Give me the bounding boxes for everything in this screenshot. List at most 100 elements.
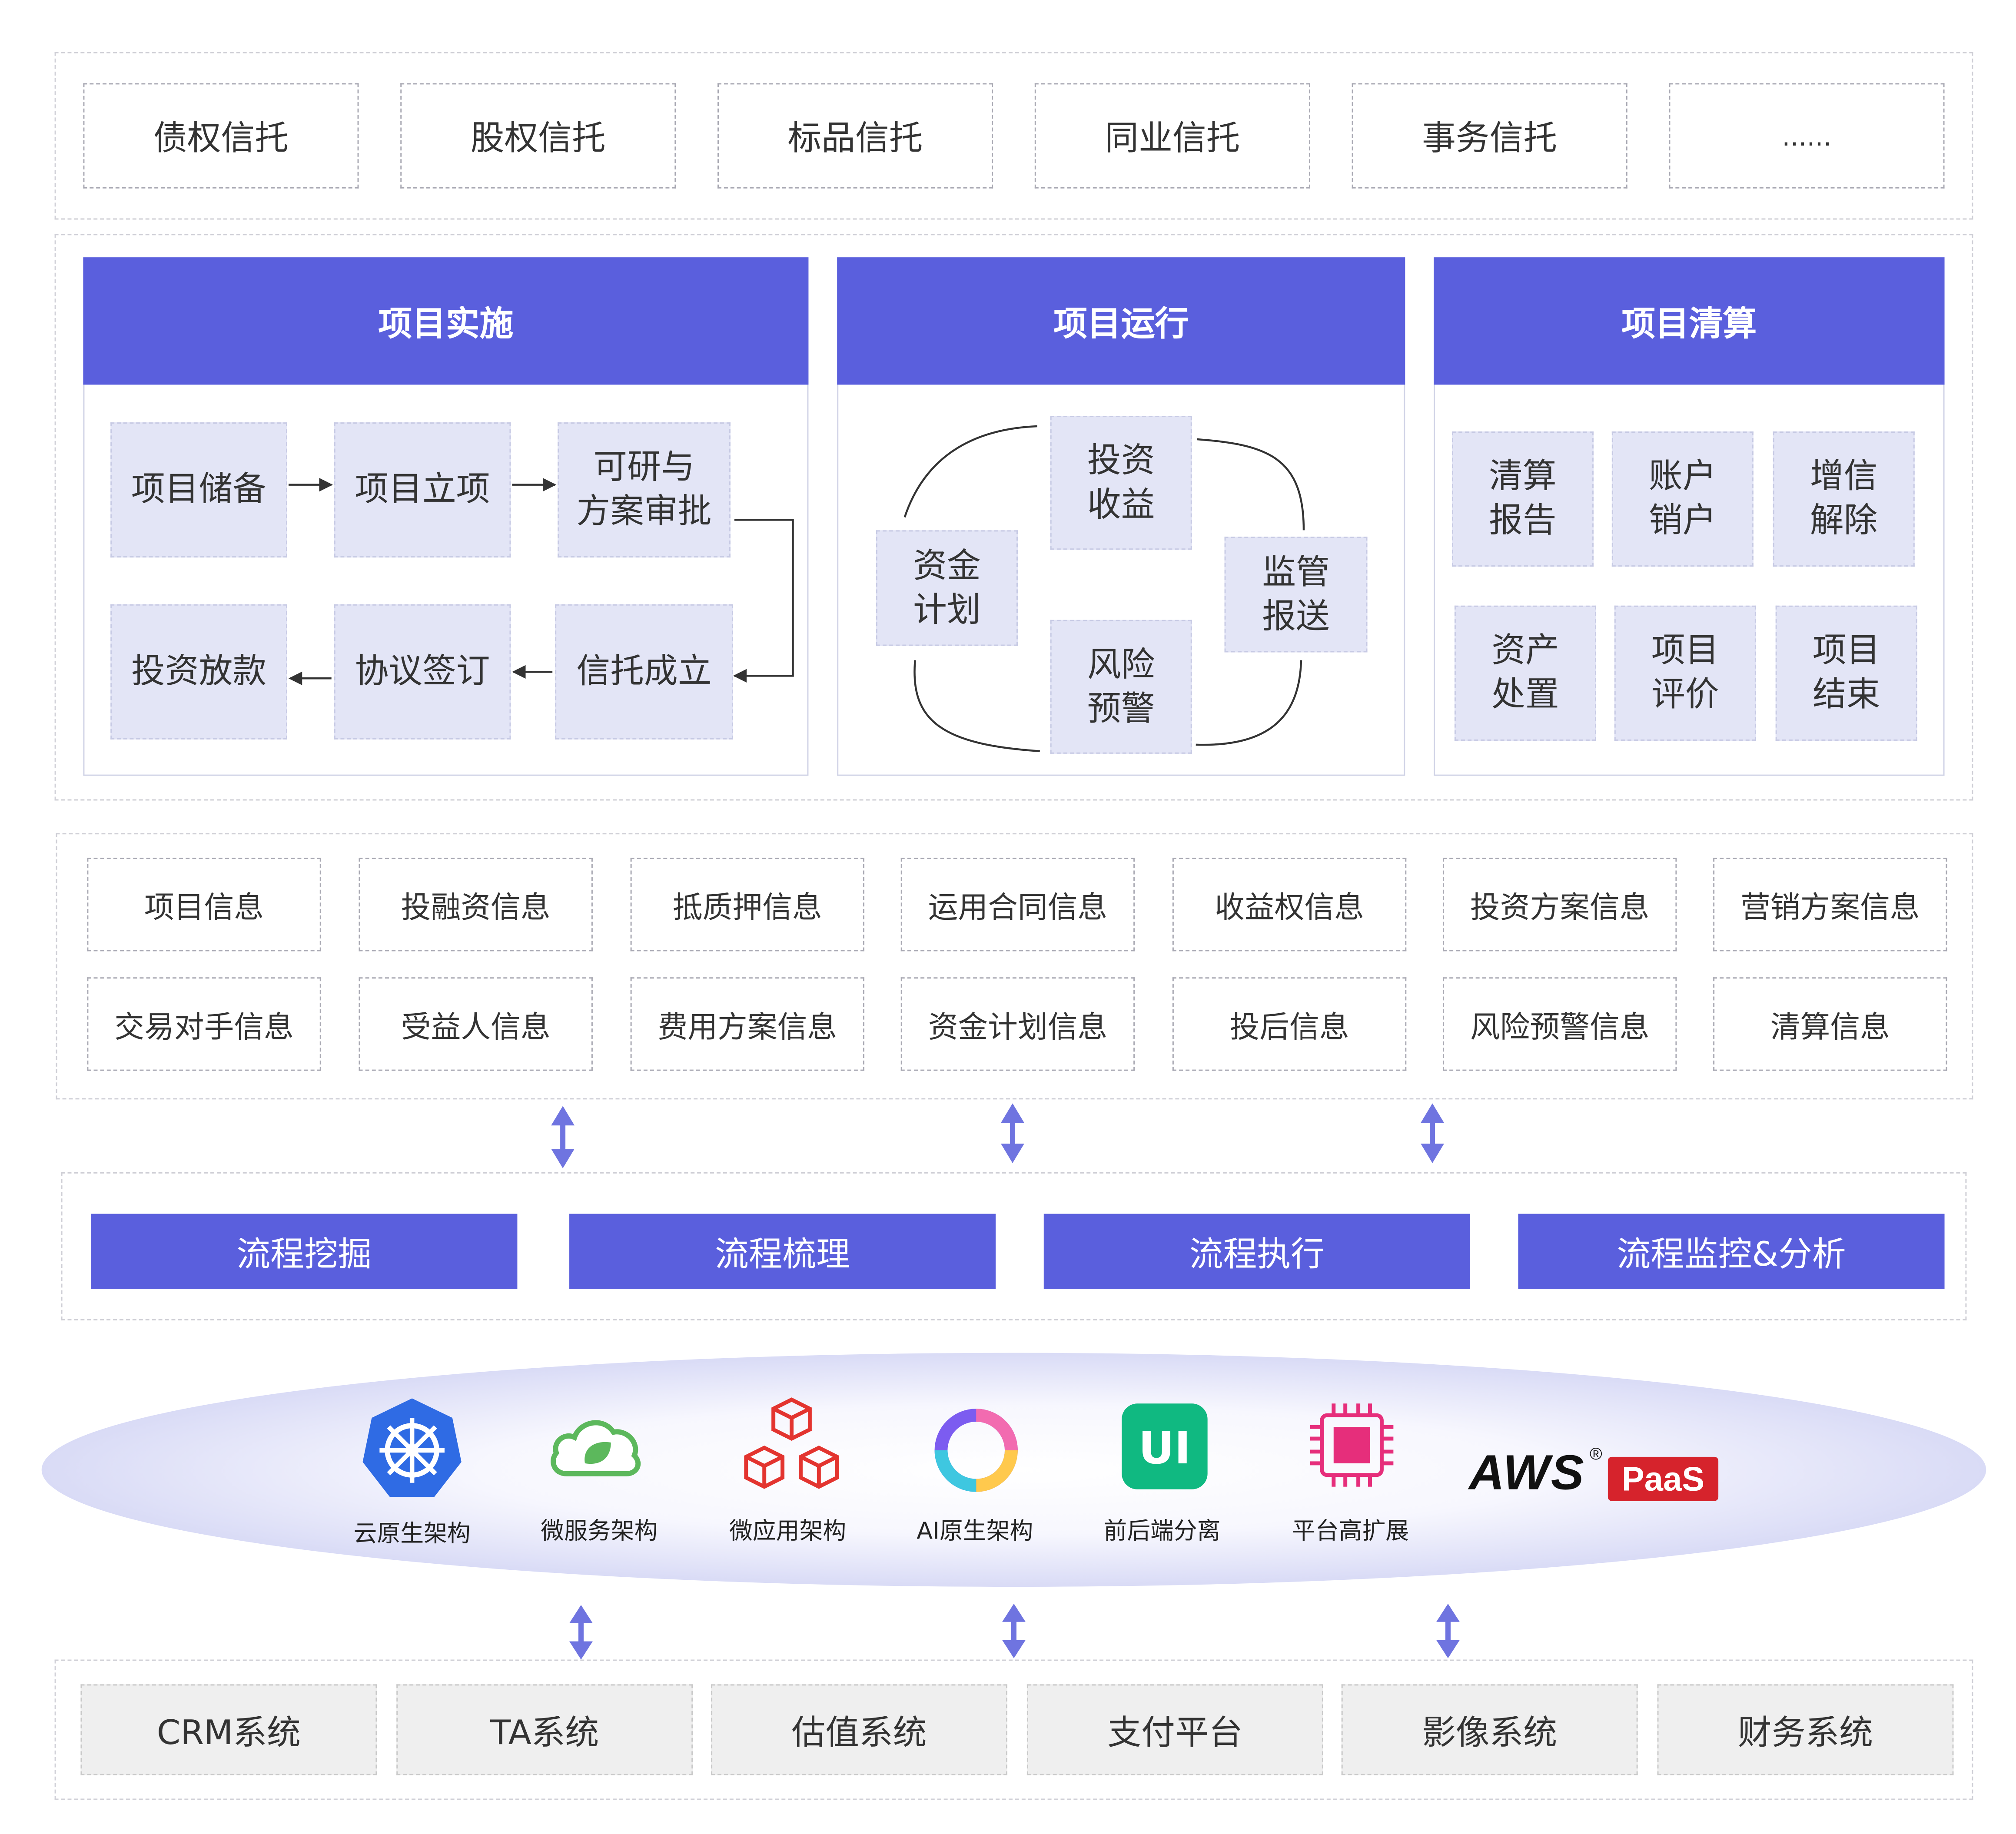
node-credit-release[interactable]: 增信解除	[1773, 431, 1915, 567]
tech-label-frontend-backend: 前后端分离	[1103, 1518, 1221, 1545]
node-regulatory-report[interactable]: 监管报送	[1224, 537, 1368, 653]
node-trust-establish[interactable]: 信托成立	[555, 604, 733, 740]
node-investment-loan[interactable]: 投资放款	[110, 604, 288, 740]
node-label-line1: 投资	[1087, 441, 1155, 481]
process-sorting-button[interactable]: 流程梳理	[569, 1214, 996, 1290]
arrow-review-to-establish	[733, 519, 794, 683]
info-item-project[interactable]: 项目信息	[87, 858, 321, 952]
node-label-line1: 资金	[913, 546, 981, 586]
trust-type-more[interactable]: ......	[1669, 83, 1945, 189]
info-item-collateral[interactable]: 抵质押信息	[630, 858, 865, 952]
node-label-line1: 项目	[1812, 631, 1880, 671]
trust-type-standard[interactable]: 标品信托	[717, 83, 993, 189]
info-item-marketing-plan[interactable]: 营销方案信息	[1713, 858, 1947, 952]
node-account-close[interactable]: 账户销户	[1611, 431, 1754, 567]
cycle-curve-top-left	[903, 425, 1037, 518]
chip-icon	[1310, 1403, 1394, 1487]
double-arrow-2	[1001, 1103, 1024, 1163]
node-label: 项目立项	[355, 470, 490, 510]
double-arrow-5	[1002, 1603, 1026, 1658]
info-item-fee-plan[interactable]: 费用方案信息	[630, 977, 865, 1071]
system-imaging[interactable]: 影像系统	[1341, 1684, 1638, 1775]
node-label-line1: 项目	[1651, 631, 1719, 671]
registered-mark: ®	[1589, 1444, 1602, 1463]
node-label-line1: 增信	[1810, 457, 1878, 497]
tech-label-cloud-native: 云原生架构	[353, 1520, 471, 1548]
info-item-investment-plan[interactable]: 投资方案信息	[1443, 858, 1677, 952]
info-item-fund-plan[interactable]: 资金计划信息	[900, 977, 1135, 1071]
process-execution-button[interactable]: 流程执行	[1043, 1214, 1470, 1290]
node-label-line2: 解除	[1810, 501, 1878, 541]
kubernetes-icon	[362, 1398, 462, 1497]
cycle-curve-top-right	[1197, 438, 1305, 531]
ui-icon: UI	[1122, 1403, 1208, 1489]
liquidation-title: 项目清算	[1434, 257, 1945, 385]
node-label-line1: 清算	[1489, 457, 1557, 497]
cycle-curve-bottom-right	[1196, 660, 1302, 746]
aws-logo: AWS	[1468, 1446, 1585, 1501]
node-project-approval[interactable]: 项目立项	[334, 422, 511, 558]
process-mining-button[interactable]: 流程挖掘	[91, 1214, 518, 1290]
info-item-beneficiary[interactable]: 受益人信息	[359, 977, 593, 1071]
node-label: 信托成立	[576, 652, 712, 692]
node-project-evaluation[interactable]: 项目评价	[1614, 605, 1756, 741]
trust-type-affairs[interactable]: 事务信托	[1352, 83, 1627, 189]
node-label-line1: 监管	[1262, 553, 1330, 592]
node-label: 投资放款	[131, 652, 267, 692]
info-item-liquidation[interactable]: 清算信息	[1713, 977, 1947, 1071]
node-label-line2: 结束	[1812, 676, 1880, 715]
info-item-income-rights[interactable]: 收益权信息	[1172, 858, 1407, 952]
node-liquidation-report[interactable]: 清算报告	[1451, 431, 1594, 567]
node-label-line1: 账户	[1649, 457, 1717, 497]
node-label-line2: 预警	[1087, 689, 1155, 729]
node-label-line1: 资产	[1491, 631, 1559, 671]
node-feasibility-review[interactable]: 可研与方案审批	[558, 422, 731, 558]
trust-types-panel	[54, 52, 1973, 220]
node-investment-income[interactable]: 投资收益	[1050, 416, 1192, 550]
node-label-line2: 收益	[1087, 485, 1155, 524]
cycle-curve-bottom-left	[913, 660, 1040, 753]
system-ta[interactable]: TA系统	[396, 1684, 693, 1775]
info-item-contract[interactable]: 运用合同信息	[900, 858, 1135, 952]
svg-text:UI: UI	[1139, 1423, 1191, 1474]
double-arrow-3	[1421, 1103, 1445, 1163]
node-project-reserve[interactable]: 项目储备	[110, 422, 288, 558]
info-item-post-investment[interactable]: 投后信息	[1172, 977, 1407, 1071]
node-asset-disposal[interactable]: 资产处置	[1454, 605, 1596, 741]
system-payment[interactable]: 支付平台	[1026, 1684, 1323, 1775]
node-label-line2: 计划	[913, 590, 981, 630]
spring-cloud-icon	[551, 1420, 641, 1476]
node-label-line2: 报告	[1489, 501, 1557, 541]
trust-type-equity[interactable]: 股权信托	[400, 83, 676, 189]
cubes-icon	[744, 1397, 839, 1489]
tech-label-platform-scale: 平台高扩展	[1292, 1518, 1409, 1545]
system-valuation[interactable]: 估值系统	[711, 1684, 1008, 1775]
info-item-risk-warning[interactable]: 风险预警信息	[1443, 977, 1677, 1071]
tech-label-microservice: 微服务架构	[541, 1518, 658, 1545]
node-label-line1: 可研与	[593, 448, 695, 488]
node-label-line2: 方案审批	[576, 492, 712, 532]
info-item-financing[interactable]: 投融资信息	[359, 858, 593, 952]
process-monitoring-button[interactable]: 流程监控&分析	[1518, 1214, 1945, 1290]
trust-type-debt[interactable]: 债权信托	[83, 83, 359, 189]
double-arrow-1	[551, 1106, 575, 1168]
node-fund-plan[interactable]: 资金计划	[876, 530, 1018, 646]
system-finance[interactable]: 财务系统	[1657, 1684, 1954, 1775]
implementation-title: 项目实施	[83, 257, 809, 385]
node-label-line2: 评价	[1651, 676, 1719, 715]
info-item-counterparty[interactable]: 交易对手信息	[87, 977, 321, 1071]
node-risk-warning[interactable]: 风险预警	[1050, 620, 1192, 754]
tech-label-micro-app: 微应用架构	[729, 1518, 847, 1545]
paas-badge: PaaS	[1607, 1456, 1719, 1501]
node-label-line2: 销户	[1649, 501, 1717, 541]
node-project-end[interactable]: 项目结束	[1775, 605, 1917, 741]
system-crm[interactable]: CRM系统	[80, 1684, 377, 1775]
node-label: 项目储备	[131, 470, 267, 510]
tech-label-ai-native: AI原生架构	[917, 1518, 1033, 1545]
node-agreement-sign[interactable]: 协议签订	[334, 604, 511, 740]
double-arrow-6	[1436, 1603, 1460, 1658]
trust-type-interbank[interactable]: 同业信托	[1034, 83, 1310, 189]
